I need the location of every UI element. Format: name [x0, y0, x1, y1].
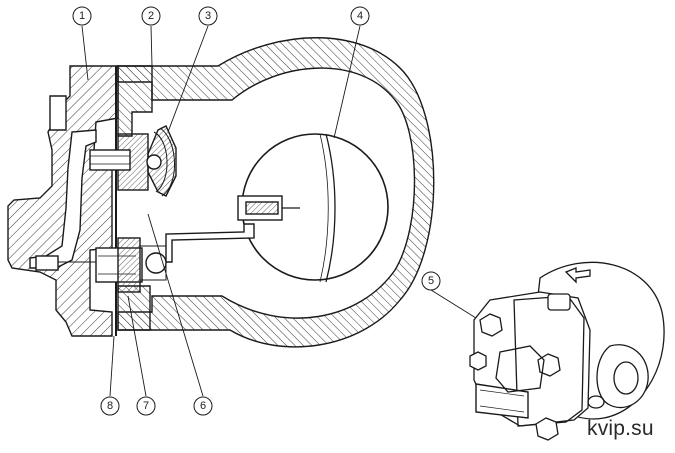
callout-4: 4 — [350, 6, 370, 26]
iso-bolt-left — [469, 351, 487, 371]
callout-6: 6 — [193, 396, 213, 416]
float-seam — [325, 133, 336, 283]
callout-5: 5 — [421, 271, 441, 291]
svg-text:4: 4 — [357, 10, 363, 22]
svg-text:6: 6 — [200, 400, 206, 412]
valve-disc — [146, 154, 162, 170]
svg-text:2: 2 — [148, 10, 154, 22]
iso-arrow — [564, 267, 591, 284]
svg-text:5: 5 — [428, 275, 434, 287]
iso-boss — [495, 345, 545, 393]
svg-text:8: 8 — [107, 400, 113, 412]
callout-leaders — [81, 25, 493, 397]
iso-top-cap — [547, 293, 571, 311]
svg-text:3: 3 — [205, 10, 211, 22]
cover-boss — [49, 95, 67, 131]
watermark: kvip.su — [587, 417, 654, 440]
upper-valve-stem — [89, 149, 131, 171]
trap-isometric-view — [469, 261, 665, 441]
iso-nameplate — [475, 383, 529, 419]
callout-7: 7 — [136, 396, 156, 416]
body-flange-top — [117, 65, 153, 137]
callouts: 1 2 3 4 5 6 7 8 — [72, 6, 441, 416]
cover-channel — [29, 129, 97, 269]
callout-8: 8 — [100, 396, 120, 416]
float-arm — [165, 223, 255, 263]
callout-2: 2 — [141, 6, 161, 26]
iso-bolt-bottom — [535, 417, 559, 441]
callout-3: 3 — [198, 6, 218, 26]
callout-1: 1 — [72, 6, 92, 26]
svg-text:1: 1 — [79, 10, 85, 22]
iso-bolt-top — [479, 313, 503, 337]
trap-cross-section — [7, 37, 435, 348]
svg-text:7: 7 — [143, 400, 149, 412]
